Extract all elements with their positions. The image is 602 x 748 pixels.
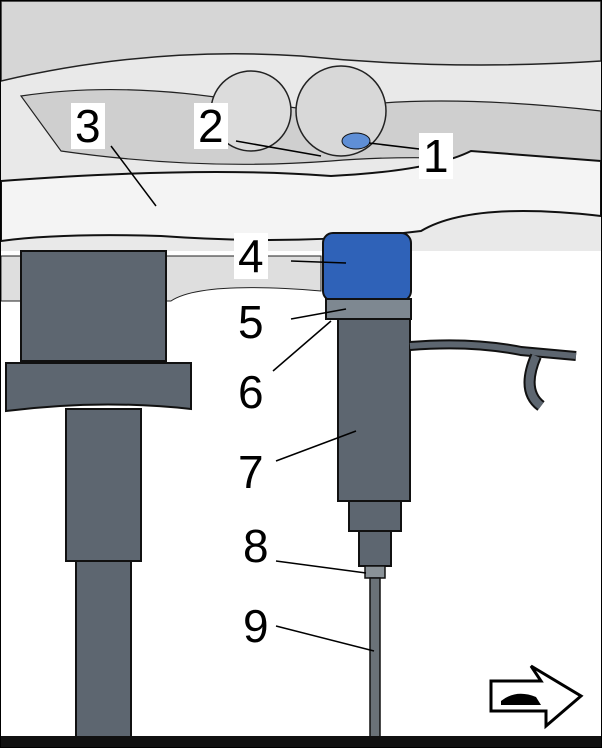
callout-9: 9 — [239, 603, 273, 649]
washer-8 — [364, 565, 386, 579]
press-tool-block — [20, 250, 167, 362]
callout-7: 7 — [234, 449, 268, 495]
leader-lines — [110, 140, 437, 652]
press-tool-rod — [75, 560, 132, 740]
press-tool-shaft — [65, 408, 142, 562]
bolt-1 — [341, 132, 371, 150]
press-tool-flange — [5, 362, 192, 413]
differential-flange — [295, 65, 387, 157]
callout-6: 6 — [234, 369, 268, 415]
adapter-5 — [325, 298, 412, 320]
callout-8: 8 — [239, 523, 273, 569]
threaded-rod-9 — [369, 577, 381, 739]
tool-neck — [358, 530, 392, 567]
bushing-4 — [322, 232, 412, 302]
underbody-panel — [1, 1, 601, 82]
callout-4: 4 — [234, 233, 268, 279]
callout-3: 3 — [71, 103, 105, 149]
callout-1: 1 — [419, 133, 453, 179]
tool-nut — [348, 500, 402, 532]
callout-2: 2 — [194, 103, 228, 149]
floor-bar — [1, 736, 601, 747]
callout-5: 5 — [234, 299, 268, 345]
tool-body-7 — [337, 318, 411, 502]
vehicle-forward-arrow-icon — [489, 664, 584, 730]
